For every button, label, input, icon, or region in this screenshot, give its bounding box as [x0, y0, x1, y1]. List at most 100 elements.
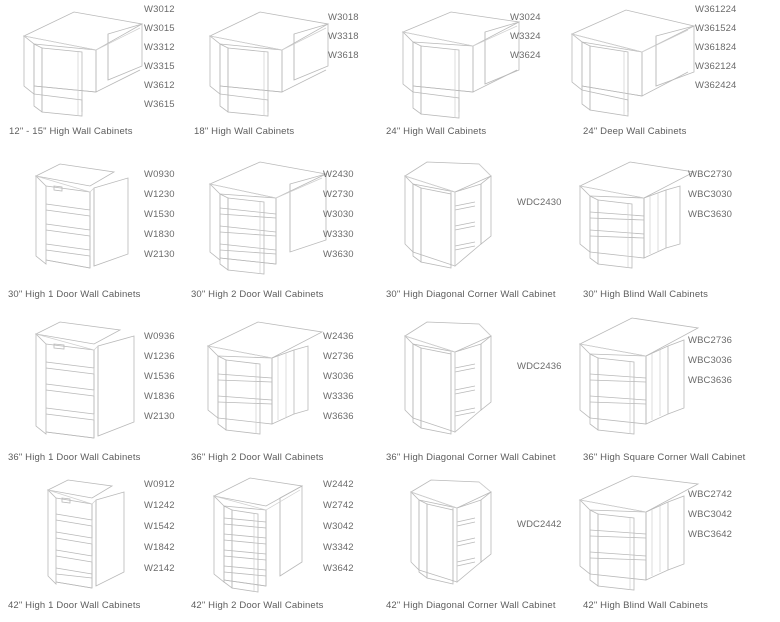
- cabinet-caption: 36" High Diagonal Corner Wall Cabinet: [386, 452, 556, 463]
- cabinet-drawing-tall-1door: [40, 476, 160, 592]
- cabinet-code-list: WBC2736 WBC3036 WBC3636: [688, 336, 732, 386]
- cabinet-code: WDC2430: [517, 197, 562, 208]
- cabinet-code: W1836: [144, 391, 175, 402]
- cabinet-code: WBC3630: [688, 209, 732, 220]
- cabinet-code: WBC2736: [688, 335, 732, 346]
- cabinet-code: W1236: [144, 351, 175, 362]
- cabinet-code: W3018: [328, 12, 359, 23]
- cabinet-code: W3612: [144, 80, 175, 91]
- cabinet-code: WDC2442: [517, 519, 562, 530]
- cabinet-code: WBC3036: [688, 355, 732, 366]
- cabinet-code-list: W361224 W361524 W361824 W362124 W362424: [695, 5, 736, 91]
- cabinet-cell[interactable]: WDC2430 30" High Diagonal Corner Wall Ca…: [385, 150, 580, 310]
- cabinet-cell[interactable]: WBC2730 WBC3030 WBC3630 30" High Blind W…: [570, 150, 780, 310]
- cabinet-code-list: W3024 W3324 W3624: [510, 13, 541, 61]
- cabinet-caption: 42" High 1 Door Wall Cabinets: [8, 600, 141, 611]
- cabinet-code: W2430: [323, 169, 354, 180]
- cabinet-code: W3312: [144, 42, 175, 53]
- cabinet-code: W3318: [328, 31, 359, 42]
- cabinet-code-list: WDC2436: [517, 362, 562, 372]
- cabinet-code: W3636: [323, 411, 354, 422]
- cabinet-code: WBC3642: [688, 529, 732, 540]
- cabinet-code-list: WBC2730 WBC3030 WBC3630: [688, 170, 732, 220]
- cabinet-code: W0912: [144, 479, 175, 490]
- cabinet-drawing-wide-short-2door: [198, 8, 338, 120]
- cabinet-drawing-square-corner: [570, 316, 710, 440]
- cabinet-code-list: W0936 W1236 W1536 W1836 W2130: [144, 332, 175, 422]
- cabinet-cell[interactable]: W2436 W2736 W3036 W3336 W3636 36" High 2…: [190, 310, 385, 472]
- cabinet-drawing-blind-corner: [198, 320, 338, 444]
- cabinet-cell[interactable]: WBC2742 WBC3042 WBC3642 42" High Blind W…: [570, 472, 780, 622]
- cabinet-caption: 36" High Square Corner Wall Cabinet: [583, 452, 746, 463]
- cabinet-cell[interactable]: WDC2442 42" High Diagonal Corner Wall Ca…: [385, 472, 580, 622]
- cabinet-caption: 30" High 1 Door Wall Cabinets: [8, 289, 141, 300]
- cabinet-drawing-diagonal-corner: [393, 158, 513, 276]
- cabinet-code: W3024: [510, 12, 541, 23]
- cabinet-cell[interactable]: W3024 W3324 W3624 24" High Wall Cabinets: [385, 0, 580, 150]
- cabinet-caption: 42" High Blind Wall Cabinets: [583, 600, 708, 611]
- cabinet-code-list: W2442 W2742 W3042 W3342 W3642: [323, 480, 354, 574]
- cabinet-code: W361224: [695, 4, 737, 15]
- cabinet-drawing-tall-2door: [204, 476, 334, 593]
- cabinet-drawing-wide-short-2door: [12, 8, 152, 120]
- cabinet-drawing-wide-2door: [198, 160, 338, 278]
- cabinet-cell[interactable]: W0912 W1242 W1542 W1842 W2142 42" High 1…: [6, 472, 196, 622]
- cabinet-cell[interactable]: W2430 W2730 W3030 W3330 W3630 30" High 2…: [190, 150, 385, 310]
- cabinet-code: W2742: [323, 500, 354, 511]
- cabinet-cell[interactable]: W3018 W3318 W3618 18" High Wall Cabinets: [190, 0, 385, 150]
- cabinet-code: W2130: [144, 249, 175, 260]
- cabinet-caption: 12" - 15" High Wall Cabinets: [9, 126, 133, 137]
- cabinet-cell[interactable]: W3012 W3015 W3312 W3315 W3612 W3615 12" …: [6, 0, 196, 150]
- cabinet-code-list: W0912 W1242 W1542 W1842 W2142: [144, 480, 175, 574]
- cabinet-caption: 36" High 1 Door Wall Cabinets: [8, 452, 141, 463]
- cabinet-code: W3615: [144, 99, 175, 110]
- cabinet-cell[interactable]: WDC2436 36" High Diagonal Corner Wall Ca…: [385, 310, 580, 472]
- cabinet-code: W3642: [323, 563, 354, 574]
- cabinet-caption: 30" High 2 Door Wall Cabinets: [191, 289, 324, 300]
- cabinet-code-list: W3012 W3015 W3312 W3315 W3612 W3615: [144, 5, 175, 110]
- cabinet-code-list: W2430 W2730 W3030 W3330 W3630: [323, 170, 354, 260]
- cabinet-code: W2736: [323, 351, 354, 362]
- cabinet-cell[interactable]: W361224 W361524 W361824 W362124 W362424 …: [570, 0, 780, 150]
- cabinet-code: W0936: [144, 331, 175, 342]
- cabinet-code: W2730: [323, 189, 354, 200]
- cabinet-cell[interactable]: WBC2736 WBC3036 WBC3636 36" High Square …: [570, 310, 780, 472]
- cabinet-code-list: W3018 W3318 W3618: [328, 13, 359, 61]
- cabinet-drawing-blind-corner: [570, 474, 710, 591]
- cabinet-code: W3036: [323, 371, 354, 382]
- cabinet-code: W3042: [323, 521, 354, 532]
- cabinet-code: W3324: [510, 31, 541, 42]
- cabinet-code: W3618: [328, 50, 359, 61]
- cabinet-code-list: W0930 W1230 W1530 W1830 W2130: [144, 170, 175, 260]
- cabinet-caption: 18" High Wall Cabinets: [194, 126, 295, 137]
- cabinet-cell[interactable]: W2442 W2742 W3042 W3342 W3642 42" High 2…: [190, 472, 385, 622]
- cabinet-code: W3015: [144, 23, 175, 34]
- cabinet-caption: 42" High Diagonal Corner Wall Cabinet: [386, 600, 556, 611]
- cabinet-code: W3330: [323, 229, 354, 240]
- cabinet-code: W3336: [323, 391, 354, 402]
- cabinet-code: W3342: [323, 542, 354, 553]
- cabinet-code: W1830: [144, 229, 175, 240]
- cabinet-drawing-wide-deep-2door: [570, 8, 710, 120]
- cabinet-drawing-diagonal-corner: [399, 476, 519, 592]
- cabinet-cell[interactable]: W0930 W1230 W1530 W1830 W2130 30" High 1…: [6, 150, 196, 310]
- cabinet-drawing-tall-1door: [28, 318, 158, 442]
- cabinet-drawing-wide-short-2door: [393, 8, 533, 120]
- cabinet-code: W0930: [144, 169, 175, 180]
- cabinet-code-list: WDC2442: [517, 520, 562, 530]
- cabinet-code: W2142: [144, 563, 175, 574]
- cabinet-code: WBC3042: [688, 509, 732, 520]
- cabinet-drawing-diagonal-corner: [393, 318, 513, 442]
- cabinet-code: W362124: [695, 61, 737, 72]
- cabinet-code: W1242: [144, 500, 175, 511]
- cabinet-code: WBC2742: [688, 489, 732, 500]
- cabinet-caption: 30" High Diagonal Corner Wall Cabinet: [386, 289, 556, 300]
- cabinet-code: W3315: [144, 61, 175, 72]
- cabinet-code: W2442: [323, 479, 354, 490]
- cabinet-code: W1530: [144, 209, 175, 220]
- cabinet-code-list: W2436 W2736 W3036 W3336 W3636: [323, 332, 354, 422]
- cabinet-drawing-tall-1door: [28, 158, 148, 276]
- cabinet-code: W2436: [323, 331, 354, 342]
- cabinet-cell[interactable]: W0936 W1236 W1536 W1836 W2130 36" High 1…: [6, 310, 196, 472]
